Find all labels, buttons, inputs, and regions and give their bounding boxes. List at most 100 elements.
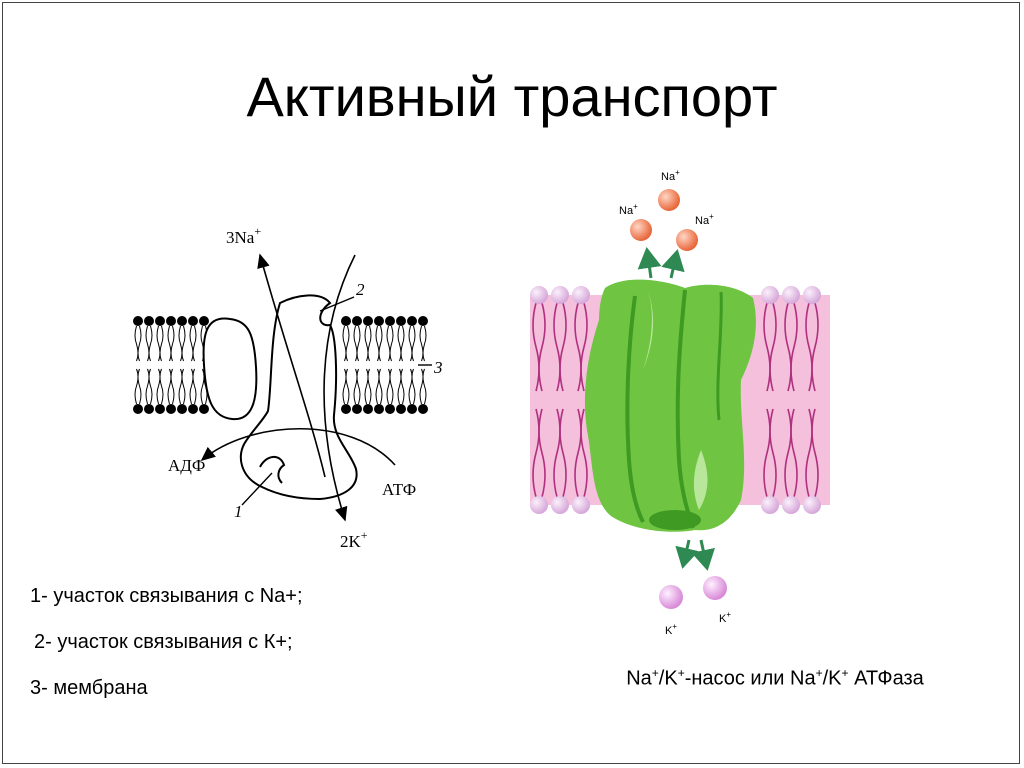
lipid-head [341,404,351,414]
lipid-tail [181,368,186,405]
lipid-tail [532,302,540,392]
lipid-tail [192,325,197,362]
legend-item-1: 1- участок связывания с Na+; [30,585,303,607]
k-label: 2K+ [340,528,368,551]
lipid-tail [805,302,813,392]
na-ion-label: Na+ [619,202,638,217]
lipid-tail [134,325,139,362]
lipid-tail [769,408,777,498]
lipid-tail [389,368,394,405]
lipid-head [363,404,373,414]
marker-3-label: 3 [433,358,443,377]
lipid-head [341,316,351,326]
lipid-tail [178,368,183,405]
atp-label: АТФ [382,480,416,499]
lipid-tail [559,408,567,498]
lipid-tail [375,325,380,362]
lipid-head [418,404,428,414]
slide-title: Активный транспорт [246,65,778,128]
lipid-head [199,404,209,414]
lipid-tail [400,325,405,362]
lipid-head [155,316,165,326]
na-exit-arrow [637,247,662,279]
lipid-tail [790,408,798,498]
lipid-tail [400,368,405,405]
lipid-head [396,404,406,414]
lipid-head [761,496,779,514]
k-ion-label: K+ [719,610,731,625]
binding-site-1 [259,456,286,484]
lipid-head [166,404,176,414]
lipid-head [374,316,384,326]
lipid-tail [342,325,347,362]
lipid-tail [137,368,142,405]
lipid-head [166,316,176,326]
lipid-tail [367,325,372,362]
lipid-head [803,496,821,514]
lipid-tail [159,325,164,362]
lipid-head [530,496,548,514]
lipid-tail [538,408,546,498]
lipid-tail [200,368,205,405]
lipid-tail [375,368,380,405]
membrane-left-lipids [133,316,209,414]
lipid-tail [419,368,424,405]
lipid-tail [386,368,391,405]
lipid-head [572,496,590,514]
lipid-tail [189,325,194,362]
lipid-tail [419,325,424,362]
lipid-head [761,286,779,304]
lipid-tail [156,325,161,362]
lipid-tail [553,302,561,392]
k-ion [703,576,727,600]
na-ion [630,219,652,241]
adp-label: АДФ [168,456,205,475]
marker-1-pointer [241,472,273,506]
lipid-tail [156,368,161,405]
lipid-tail [763,408,771,498]
lipid-tail [553,408,561,498]
lipid-tail [580,408,588,498]
lipid-head [177,316,187,326]
lipid-tail [342,368,347,405]
lipid-head [374,404,384,414]
na-ion-label: Na+ [661,168,680,183]
lipid-head [407,316,417,326]
lipid-tail [389,325,394,362]
lipid-head [418,316,428,326]
lipid-head [385,316,395,326]
lipid-tail [364,368,369,405]
lipid-tail [422,368,427,405]
marker-1-label: 1 [234,502,243,521]
pump-protein [584,279,756,532]
lipid-tail [353,368,358,405]
membrane-right-lipids [341,316,428,414]
pump-illustration: Na+ Na+ Na+ K+ K+ [530,168,830,637]
lipid-head [155,404,165,414]
lipid-tail [763,302,771,392]
na-transport-arrow [257,253,326,478]
lipid-tail [192,368,197,405]
lipid-tail [353,325,358,362]
lipid-tail [364,325,369,362]
k-entry-arrow [675,539,699,569]
lipid-tail [181,325,186,362]
lipid-tail [367,368,372,405]
pump-caption: Na+/K+-насос или Na+/K+ АТФаза [626,666,924,690]
lipid-head [363,316,373,326]
lipid-head [352,404,362,414]
lipid-tail [422,325,427,362]
legend-item-3: 3- мембрана [30,677,148,699]
lipid-head [551,496,569,514]
membrane-lipids [530,286,821,514]
na-ion [658,189,680,211]
lipid-head [530,286,548,304]
lipid-head [352,316,362,326]
lipid-head [133,316,143,326]
legend-item-2: 2- участок связывания с К+; [34,631,293,653]
na-label: 3Na+ [226,224,261,247]
lipid-tail [356,368,361,405]
lipid-tail [148,325,153,362]
lipid-head [144,316,154,326]
